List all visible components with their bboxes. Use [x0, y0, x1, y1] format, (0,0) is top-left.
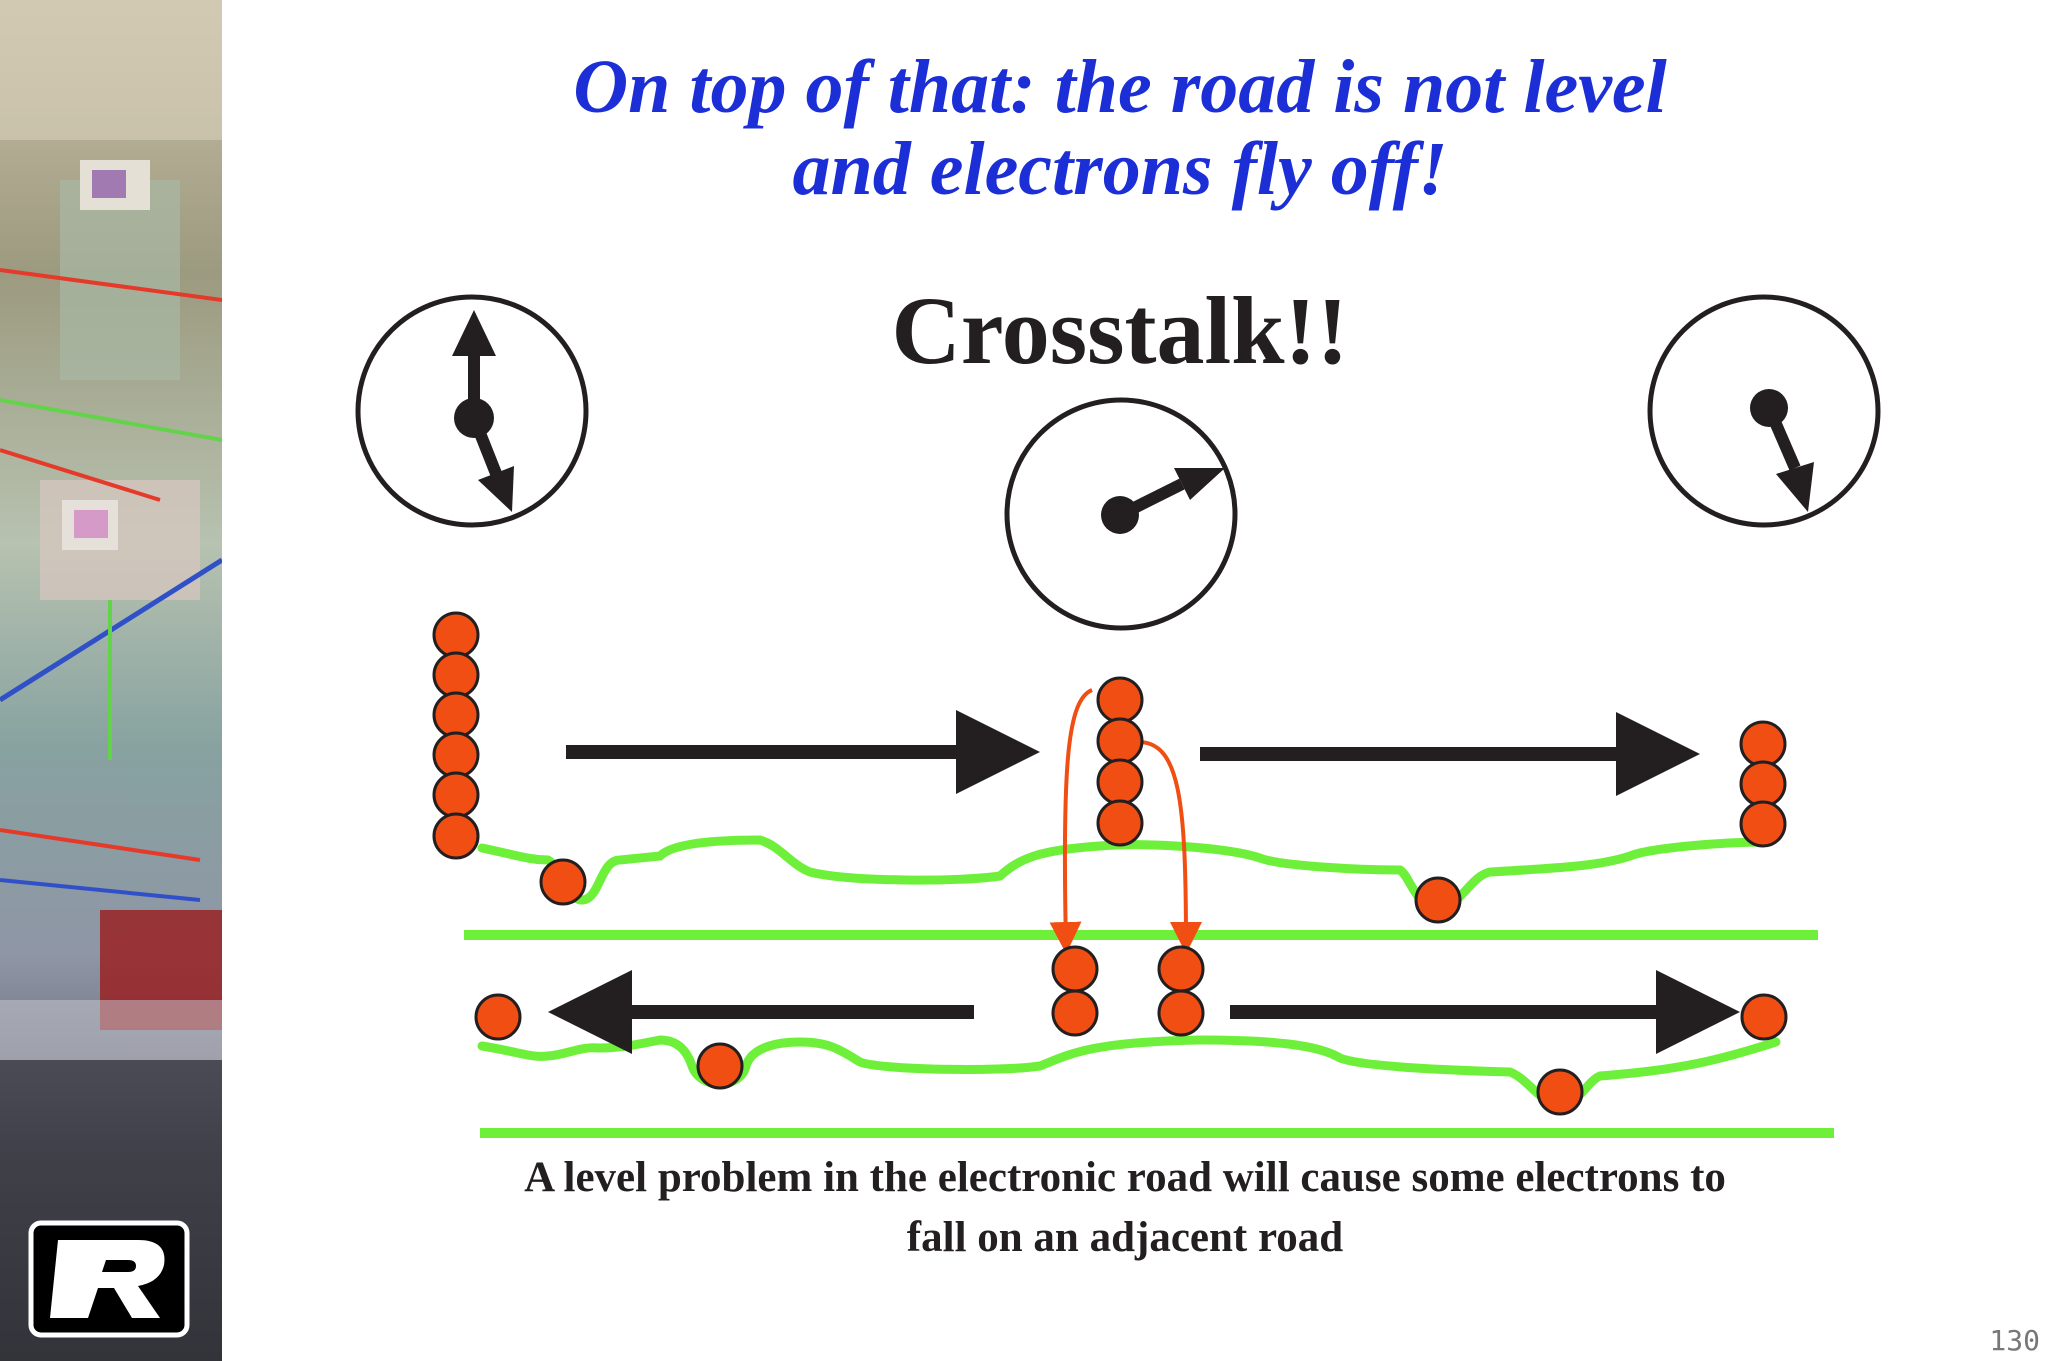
electron-icon — [1739, 720, 1787, 768]
caption-line-1: A level problem in the electronic road w… — [524, 1154, 1726, 1201]
electron-icon — [1051, 945, 1099, 993]
electron-icon — [432, 611, 480, 659]
title-line-2: and electrons fly off! — [792, 127, 1448, 211]
electron-icon — [1051, 989, 1099, 1037]
electron-icon — [1739, 760, 1787, 808]
clock-icon-left — [355, 294, 589, 528]
sidebar-image — [0, 0, 222, 1361]
caption-line-2: fall on an adjacent road — [906, 1214, 1344, 1261]
electron-icon — [432, 812, 480, 860]
electron-icon — [539, 858, 587, 906]
electron-icon — [1157, 989, 1205, 1037]
electron-icon — [1096, 717, 1144, 765]
electron-icon — [432, 651, 480, 699]
electron-icon — [1096, 676, 1144, 724]
page-number: 130 — [1989, 1324, 2040, 1357]
upper-bumpy-road — [477, 835, 1773, 913]
electron-icon — [432, 731, 480, 779]
electron-group — [432, 611, 1788, 1116]
slide-caption: A level problem in the electronic road w… — [380, 1148, 1870, 1268]
electron-icon — [432, 691, 480, 739]
electron-icon — [432, 771, 480, 819]
electron-icon — [1157, 945, 1205, 993]
electron-icon — [1536, 1068, 1584, 1116]
crosstalk-arrow-right — [1135, 739, 1202, 954]
clock-icon-center — [1004, 397, 1238, 631]
electron-icon — [1096, 758, 1144, 806]
clock-icon-right — [1647, 294, 1881, 528]
crosstalk-heading: Crosstalk!! — [891, 277, 1349, 384]
electron-icon — [696, 1042, 744, 1090]
electron-icon — [1739, 800, 1787, 848]
electron-icon — [1414, 876, 1462, 924]
r-logo-icon — [28, 1220, 190, 1338]
crosstalk-arrow-left — [1049, 688, 1093, 954]
electron-icon — [474, 993, 522, 1041]
electron-icon — [1096, 799, 1144, 847]
electron-icon — [1740, 993, 1788, 1041]
title-line-1: On top of that: the road is not level — [573, 45, 1667, 129]
slide-title: On top of that: the road is not level an… — [300, 46, 1940, 210]
